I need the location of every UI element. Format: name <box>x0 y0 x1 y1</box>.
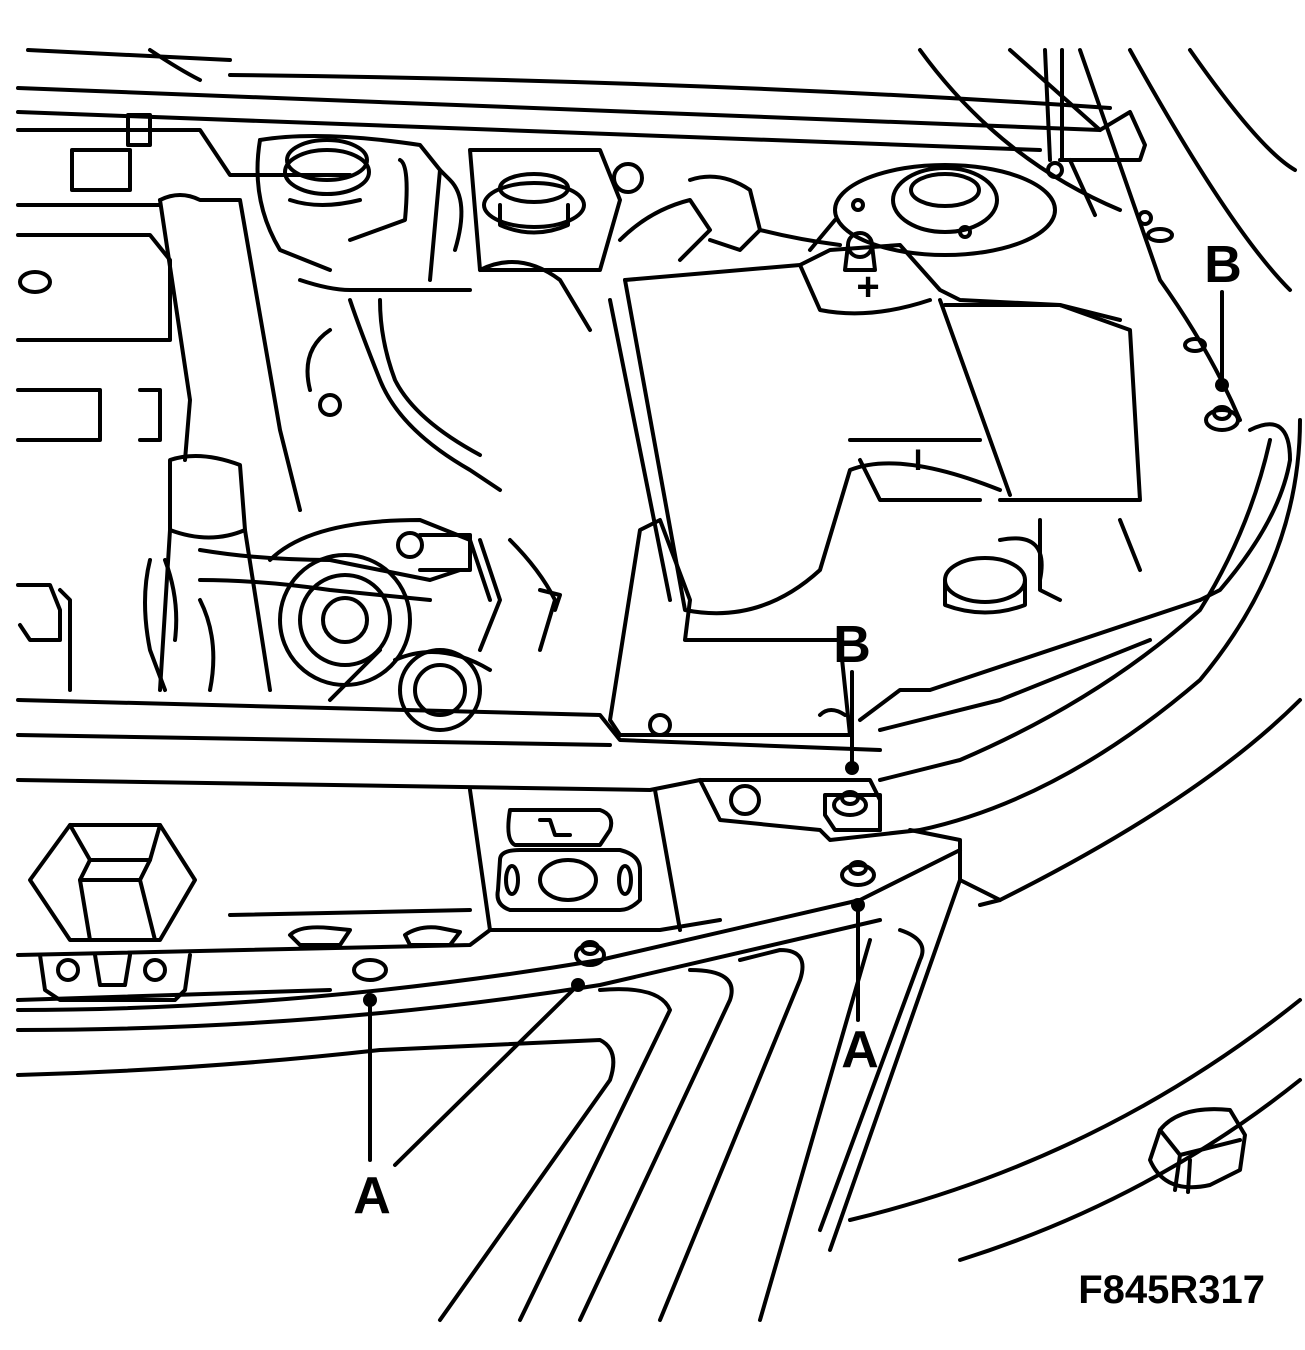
fastener-b1 <box>823 790 882 832</box>
front-bumper <box>16 828 1002 1322</box>
central-hoses <box>298 168 842 492</box>
leader-a3 <box>851 898 865 1022</box>
callout-label-b2: B <box>1204 236 1242 294</box>
strut-tower <box>808 163 1057 257</box>
fastener-a1 <box>352 958 388 982</box>
cross-member-slots <box>495 808 642 912</box>
brake-fluid-reservoir <box>468 148 644 272</box>
battery-tray <box>608 518 1202 737</box>
callout-label-b1: B <box>833 616 871 674</box>
coolant-reservoir <box>255 134 442 282</box>
negative-terminal-sign: I <box>914 444 922 477</box>
engine-pulleys <box>143 518 562 732</box>
fastener-b2 <box>1204 405 1240 432</box>
right-fender <box>848 210 1302 1262</box>
washer-reservoir <box>943 518 1142 615</box>
hood-lock-bracket <box>28 823 472 1002</box>
hood-strut <box>1043 48 1097 217</box>
leader-b2 <box>1215 290 1229 392</box>
battery: + I <box>608 231 1142 616</box>
leader-a1 <box>363 993 377 1162</box>
callout-label-a1: A <box>353 1167 391 1225</box>
fog-lamp-cover <box>1148 1107 1247 1194</box>
fastener-a3 <box>840 860 876 887</box>
fastener-a2 <box>574 940 606 967</box>
callout-label-a3: A <box>841 1021 879 1079</box>
left-panel <box>16 113 352 692</box>
positive-terminal-sign: + <box>856 265 879 309</box>
leader-b1 <box>845 670 859 775</box>
hood-outline <box>16 48 1297 422</box>
figure-id: F845R317 <box>1078 1268 1265 1312</box>
leader-a2 <box>393 978 585 1167</box>
